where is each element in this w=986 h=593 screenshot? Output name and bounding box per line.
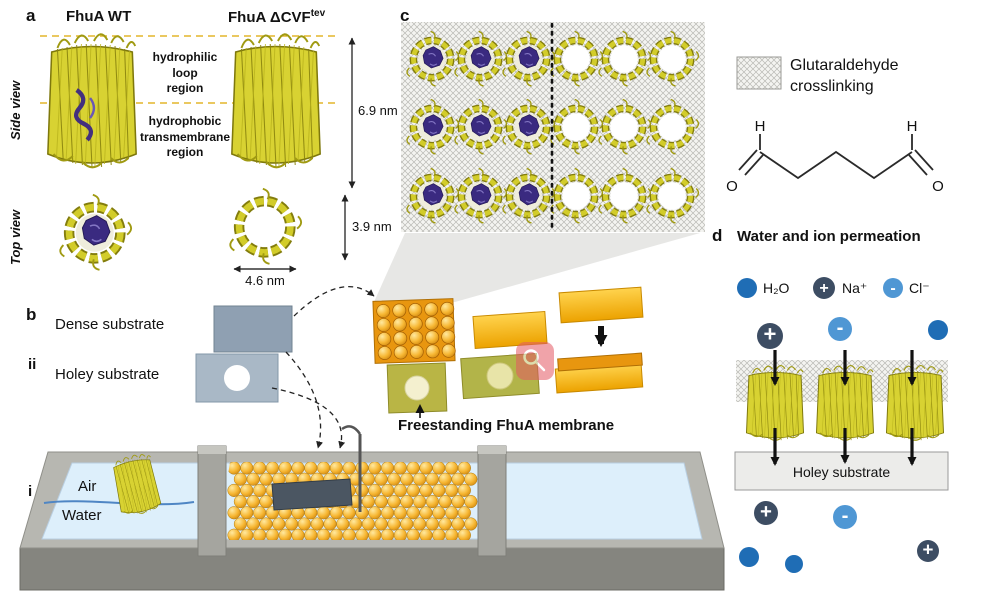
- langmuir-trough: [19, 425, 725, 591]
- permeation-arrows-upper: [770, 350, 917, 386]
- row-i-label: i: [28, 483, 33, 500]
- svg-text:+: +: [819, 280, 828, 297]
- ions-below-substrate: + - +: [739, 501, 939, 573]
- svg-text:+: +: [760, 501, 772, 523]
- ion-h2o: [785, 555, 803, 573]
- chem-h-right: H: [906, 118, 918, 135]
- freestanding-membrane-label: Freestanding FhuA membrane: [398, 417, 615, 434]
- zoom-watermark-icon: [516, 342, 554, 380]
- dashed-arrow-to-array: [293, 286, 375, 317]
- cl-legend-icon: -: [883, 278, 903, 298]
- fhua-mut-title: FhuA ΔCVFtev: [228, 8, 326, 26]
- crosslink-swatch: [736, 56, 782, 90]
- membrane-on-gold-array: [372, 298, 456, 364]
- panel-b-label: b: [26, 305, 37, 324]
- top-view-label: Top view: [8, 209, 23, 265]
- freestanding-membrane-chip: [386, 362, 448, 414]
- fhua-wt-side-view: [48, 34, 136, 167]
- trough-front-face: [19, 547, 725, 591]
- dim-6-9nm-label: 6.9 nm: [358, 103, 398, 118]
- ion-cl: -: [833, 505, 857, 529]
- substrate-hole: [224, 365, 250, 391]
- crosslink-legend-label: Glutaraldehyde crosslinking: [790, 57, 899, 95]
- air-water-interface-line: [43, 500, 195, 506]
- panel-a-graphics: [40, 33, 356, 273]
- ion-na: +: [754, 501, 778, 525]
- chem-h-left: H: [754, 118, 766, 135]
- water-label: Water: [62, 507, 102, 524]
- h2o-legend-label: H₂O: [763, 280, 790, 296]
- dim-4-6nm-label: 4.6 nm: [245, 273, 285, 288]
- dipper-hook: [341, 425, 362, 435]
- fhua-mut-top-view: [230, 189, 301, 264]
- svg-text:-: -: [837, 317, 844, 339]
- holey-substrate-label: Holey substrate: [55, 366, 160, 383]
- hydrophobic-region-label: hydrophobic transmembrane region: [139, 114, 231, 160]
- panel-c-graphics: [374, 22, 705, 302]
- svg-text:-: -: [890, 280, 895, 297]
- membrane-barrel-3: [885, 364, 945, 441]
- protein-monolayer-beads: [227, 462, 478, 540]
- panel-d-graphics: + - +- +-+: [734, 277, 949, 573]
- air-label: Air: [78, 478, 97, 495]
- panel-d-label: d: [712, 226, 723, 245]
- zoom-funnel: [374, 233, 700, 302]
- row-ii-label: ii: [28, 356, 37, 373]
- holey-substrate-bar-label: Holey substrate: [792, 464, 891, 480]
- svg-text:+: +: [923, 539, 934, 560]
- gold-membrane-sheet: [472, 310, 548, 350]
- panel-c-label: c: [400, 6, 410, 25]
- crosslink-legend-graphics: [736, 56, 934, 180]
- dashed-arrow-dense-to-trough: [285, 351, 323, 449]
- panel-d-title: Water and ion permeation: [737, 228, 921, 245]
- panel-a-label: a: [26, 6, 36, 25]
- ion-cl: -: [828, 317, 852, 341]
- trough-barrier-left: [197, 445, 227, 557]
- gold-substrate-top: [558, 286, 644, 324]
- panel-b-graphics: [195, 286, 644, 449]
- dashed-arrow-holey-to-trough: [271, 387, 346, 449]
- fhua-mut-side-view: [230, 33, 322, 169]
- chem-o-right: O: [932, 178, 944, 195]
- cl-legend-label: Cl⁻: [909, 280, 930, 296]
- na-legend-label: Na⁺: [842, 280, 868, 296]
- membrane-on-gold-stack: [554, 352, 644, 394]
- ion-na: +: [757, 321, 783, 349]
- ion-na: +: [917, 539, 939, 562]
- ion-h2o: [928, 320, 948, 340]
- glutaraldehyde-structure: [738, 134, 934, 180]
- na-legend-icon: +: [813, 277, 835, 299]
- ion-h2o: [739, 547, 759, 567]
- mut-superscript: tev: [310, 8, 326, 19]
- dim-3-9nm-label: 3.9 nm: [352, 219, 392, 234]
- chem-o-left: O: [726, 178, 738, 195]
- permeation-arrows-lower: [770, 428, 917, 466]
- side-view-label: Side view: [8, 80, 23, 140]
- hydrophilic-region-label: hydrophilic loop region: [152, 50, 218, 96]
- svg-text:+: +: [764, 321, 777, 346]
- h2o-legend-icon: [737, 278, 757, 298]
- dense-substrate-chip: [213, 305, 293, 353]
- fhua-wt-top-view: [60, 195, 131, 270]
- trough-barrier-right: [477, 445, 507, 557]
- dense-substrate-label: Dense substrate: [55, 316, 165, 333]
- ions-above-membrane: +-: [757, 317, 948, 349]
- dipped-substrate: [271, 478, 353, 511]
- svg-text:-: -: [842, 505, 849, 527]
- fhua-wt-title: FhuA WT: [66, 8, 132, 25]
